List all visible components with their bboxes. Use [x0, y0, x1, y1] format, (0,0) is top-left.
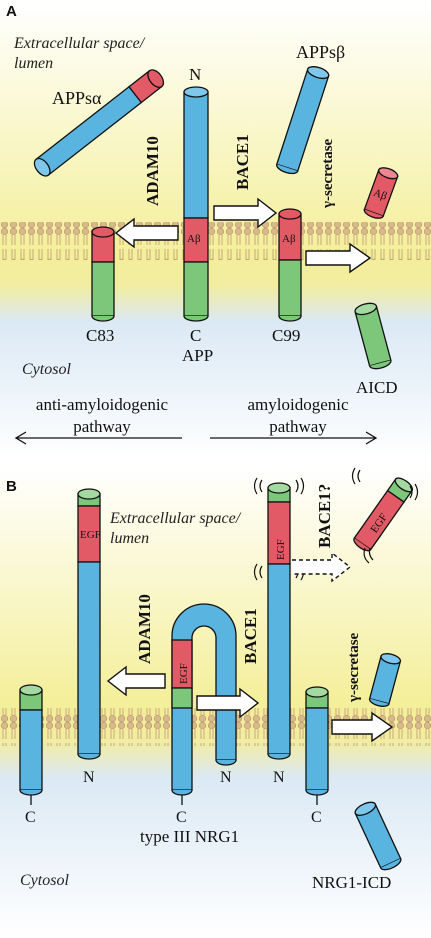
type3-nrg1-egf: EGF [178, 663, 190, 684]
gamma-arrow [305, 242, 372, 274]
aicd-fragment [354, 302, 392, 370]
appsb-fragment [275, 66, 330, 175]
bace1-arrow-b [196, 687, 260, 719]
amyloidogenic-arrow [210, 431, 378, 445]
panel-a-letter: A [6, 3, 17, 20]
bace1-label-b: BACE1 [241, 608, 260, 664]
c83-fragment [91, 226, 115, 322]
nrg1-ntf-right [267, 482, 291, 760]
nrg1-ntf-left [77, 488, 101, 760]
extracellular-label: Extracellular space/ [13, 35, 146, 52]
bace1-label: BACE1 [233, 134, 252, 190]
nrg1-ntf-left-n: N [83, 769, 95, 786]
cytosol-label: Cytosol [22, 361, 71, 378]
c83-label: C83 [86, 326, 114, 345]
nrg1-ntf-left-egf: EGF [80, 529, 101, 541]
aicd-label: AICD [356, 378, 398, 397]
adam10-arrow [114, 217, 179, 249]
motion-marks-egf [351, 467, 419, 564]
app-n-label: N [189, 65, 201, 84]
bace1-question-arrow [292, 551, 352, 583]
appsa-label: APPsα [52, 88, 102, 108]
panel-b: B Extracellular space/ lumen Cytosol N C… [0, 466, 431, 938]
nrg1-ctf-left-c: C [25, 809, 36, 826]
nrg1-icd-fragment-lower [354, 801, 402, 871]
type3-nrg1-c: C [176, 809, 187, 826]
nrg1-icd-label: NRG1-ICD [312, 873, 391, 892]
nrg1-ctf-right [305, 686, 329, 805]
panel-a: A Extracellular space/ lumen Cytosol APP… [0, 0, 431, 460]
adam10-label-b: ADAM10 [135, 594, 154, 664]
c99-label: C99 [272, 326, 300, 345]
gamma-secretase-label: γ-secretase [320, 138, 336, 209]
app-abeta-label: Aβ [187, 233, 201, 245]
nrg1-ntf-right-n: N [273, 769, 285, 786]
c99-fragment [278, 208, 302, 322]
anti-amyloidogenic-label-line2: pathway [73, 417, 131, 436]
bace1-question-label: BACE1? [315, 484, 334, 548]
cytosol-label-b: Cytosol [20, 872, 69, 889]
extracellular-label-b-line2: lumen [110, 530, 149, 547]
appsa-fragment [33, 69, 165, 177]
abeta-fragment: Aβ [363, 167, 399, 219]
type3-nrg1 [171, 603, 237, 805]
bace1-arrow [213, 197, 278, 229]
type3-nrg1-label: type III NRG1 [140, 827, 239, 846]
app-label: APP [182, 346, 213, 365]
extracellular-label-b: Extracellular space/ [109, 510, 242, 527]
c99-abeta-label: Aβ [282, 233, 296, 245]
nrg1-ctf-left [19, 684, 43, 805]
nrg1-ctf-right-c: C [311, 809, 322, 826]
amyloidogenic-label-line2: pathway [269, 417, 327, 436]
nrg1-ntf-right-egf: EGF [275, 539, 287, 560]
extracellular-label-line2: lumen [14, 55, 53, 72]
nrg1-icd-fragment-upper [368, 653, 402, 707]
anti-amyloidogenic-arrow [14, 431, 182, 445]
type3-nrg1-n: N [220, 769, 232, 786]
adam10-label: ADAM10 [143, 136, 162, 206]
panel-a-membrane [0, 222, 431, 260]
free-abeta-label: Aβ [372, 187, 389, 203]
adam10-arrow-b [106, 665, 166, 697]
app-c-label: C [190, 326, 201, 345]
app-full [183, 86, 209, 322]
panel-b-letter: B [6, 478, 17, 495]
gamma-secretase-label-b: γ-secretase [346, 632, 362, 703]
anti-amyloidogenic-label: anti-amyloidogenic [36, 395, 169, 414]
gamma-arrow-b [331, 711, 394, 743]
amyloidogenic-label: amyloidogenic [247, 395, 348, 414]
appsb-label: APPsβ [296, 42, 345, 62]
